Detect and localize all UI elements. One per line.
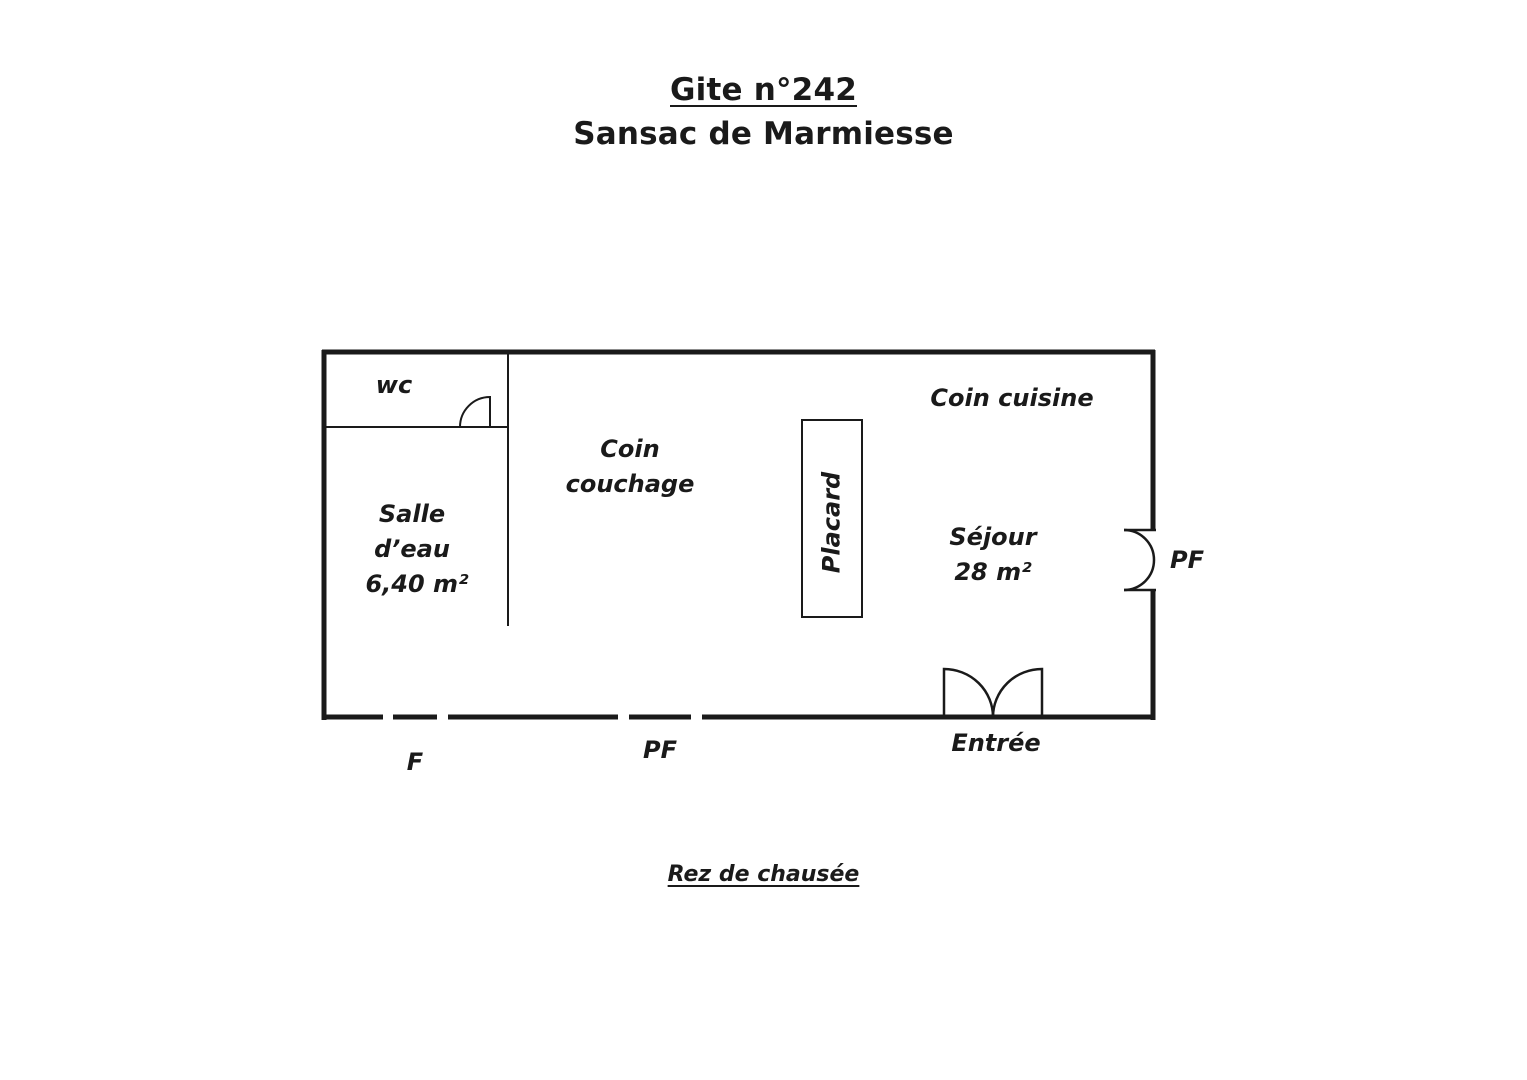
room-label-sejour: Séjour — [949, 523, 1037, 551]
opening-label-pf-bottom: PF — [643, 736, 677, 764]
pf-right-leaf-bottom — [1123, 559, 1156, 592]
opening-label-entree: Entrée — [951, 729, 1041, 757]
plan-title: Gite n°242 — [670, 72, 857, 108]
entrance-door-right — [991, 667, 1044, 718]
placard-label: Placard — [817, 471, 846, 574]
entrance-door-left — [942, 667, 995, 718]
plan-location: Sansac de Marmiesse — [573, 116, 954, 152]
room-area-salle: 6,40 m² — [365, 570, 469, 598]
pf-right-leaf-top — [1123, 528, 1156, 561]
wc-door — [459, 395, 491, 428]
room-label-salle-2: d’eau — [374, 535, 450, 563]
room-label-salle-1: Salle — [378, 500, 446, 528]
opening-label-window-f: F — [406, 748, 424, 776]
room-label-wc: wc — [375, 371, 413, 399]
room-area-sejour: 28 m² — [954, 558, 1032, 586]
opening-label-pf-right: PF — [1170, 546, 1204, 574]
room-label-cuisine: Coin cuisine — [930, 384, 1094, 412]
room-label-couchage-2: couchage — [565, 470, 695, 498]
room-label-couchage-1: Coin — [600, 435, 660, 463]
floor-caption: Rez de chausée — [667, 862, 860, 887]
placard-box — [801, 419, 863, 618]
